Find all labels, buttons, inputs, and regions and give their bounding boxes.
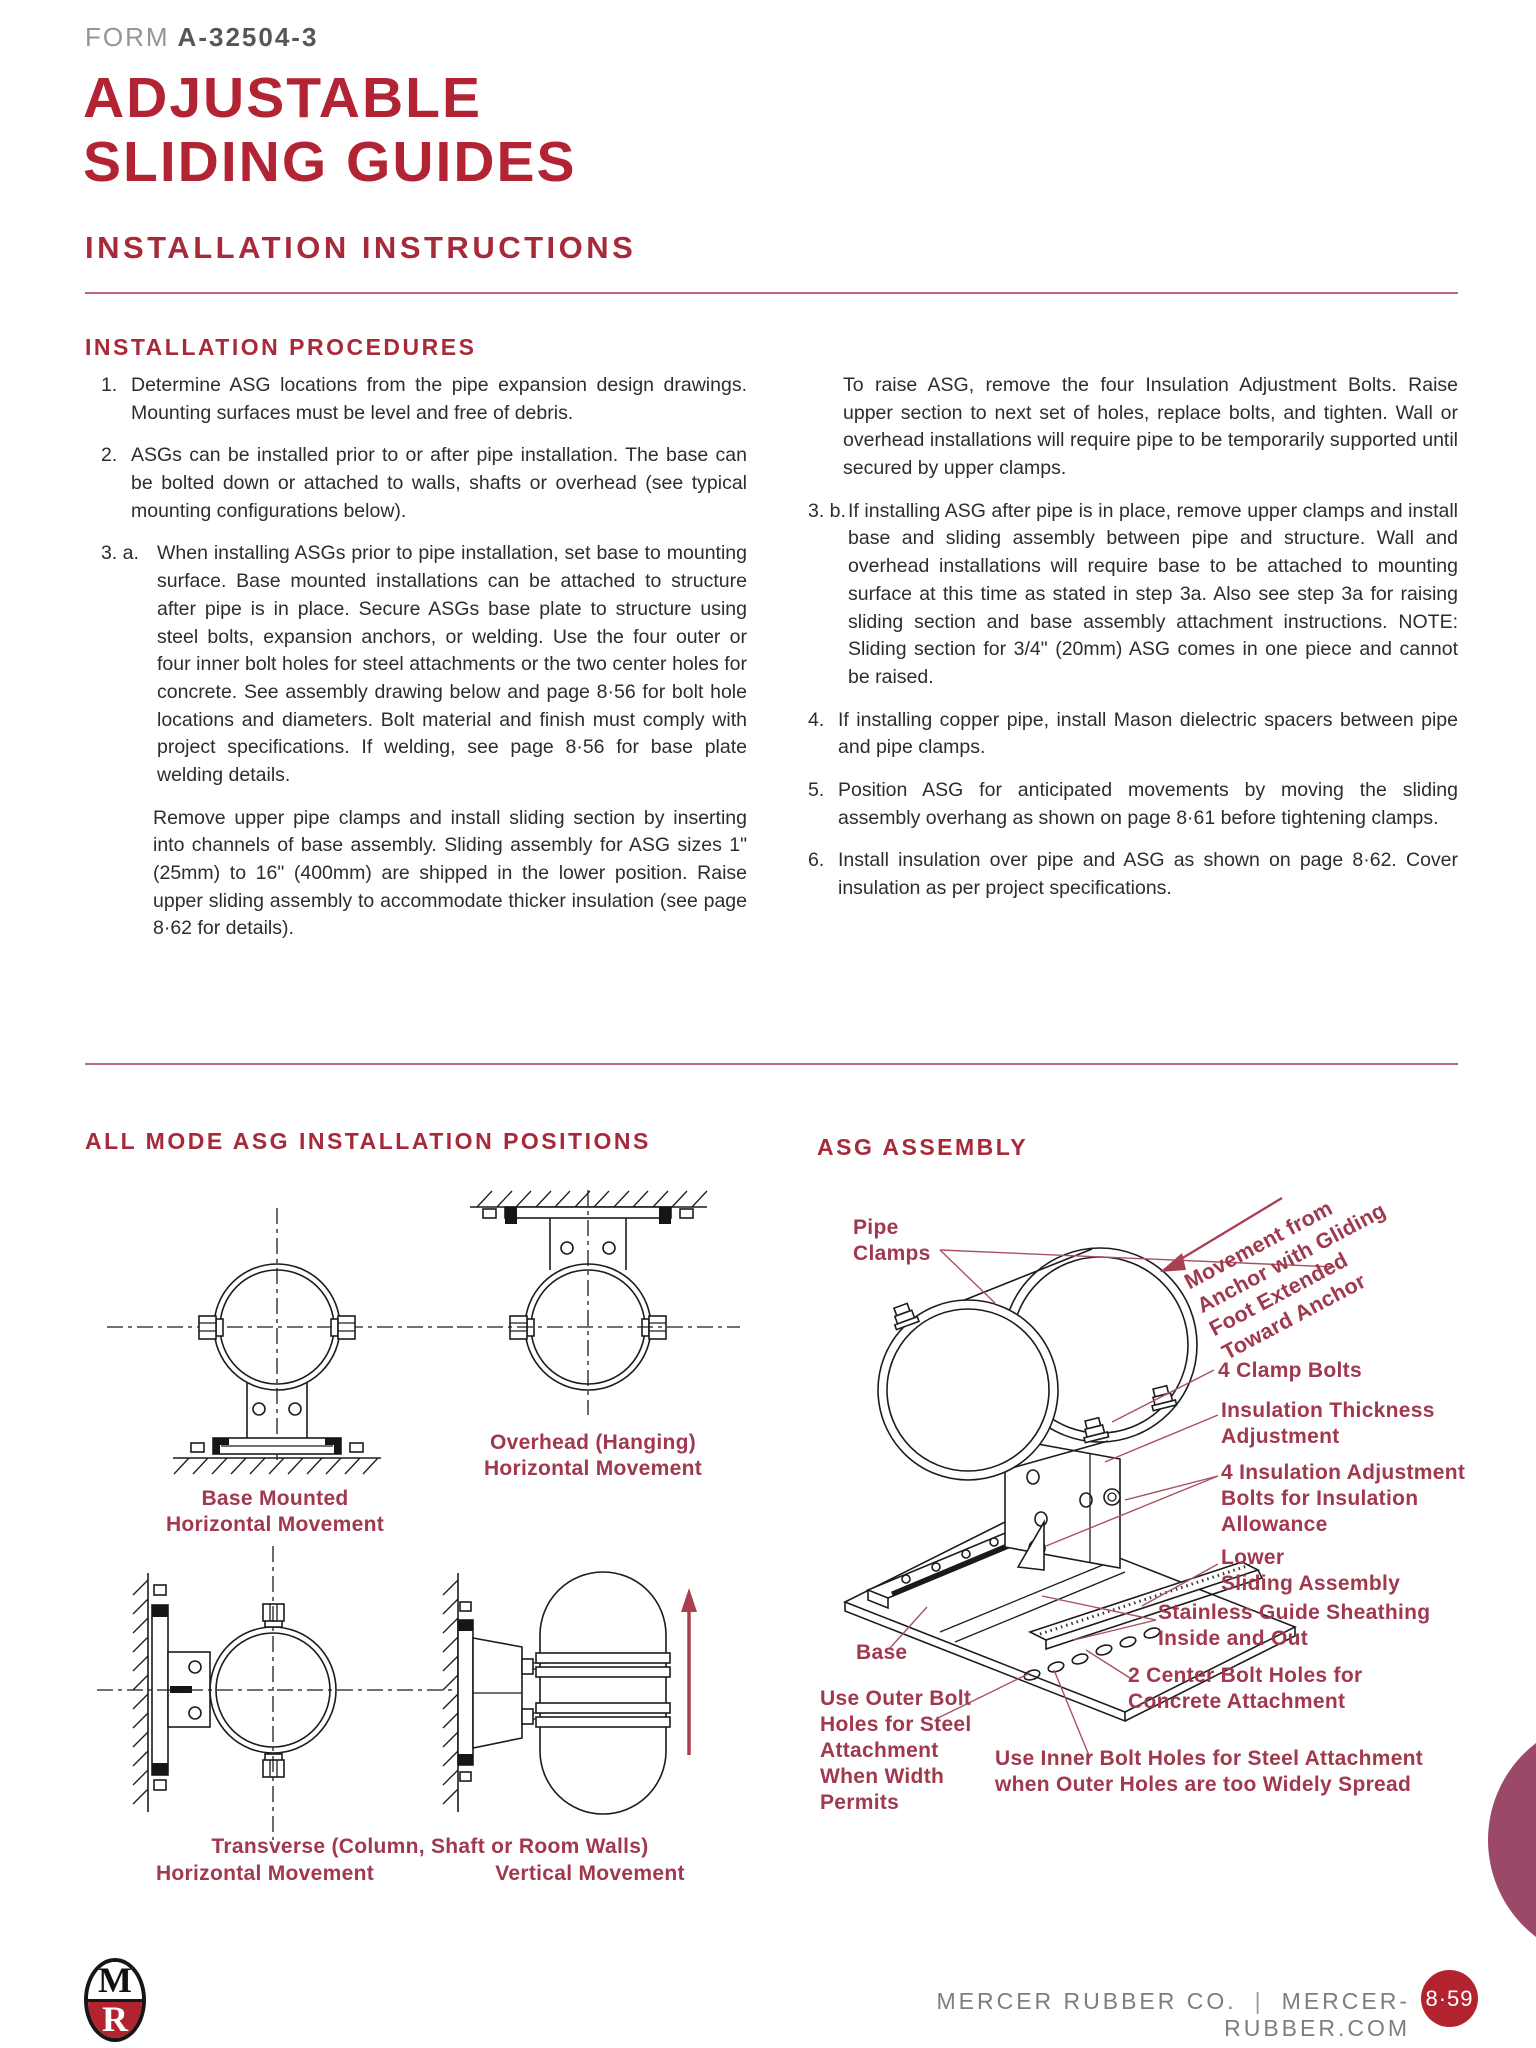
overhead-hanging-figure <box>457 1190 740 1415</box>
form-number: A-32504-3 <box>177 22 319 52</box>
form-label: FORM <box>85 22 170 52</box>
page-number: 8·59 <box>1425 1985 1474 2011</box>
item-marker: 6. <box>808 849 825 872</box>
procedure-item: 1. Determine ASG locations from the pipe… <box>85 372 747 427</box>
procedure-item: 2. ASGs can be installed prior to or aft… <box>85 442 747 525</box>
label-base: Base <box>856 1641 908 1664</box>
leader-lines <box>889 1249 1336 1759</box>
page-subtitle: INSTALLATION INSTRUCTIONS <box>85 230 637 265</box>
procedures-left-column: 1. Determine ASG locations from the pipe… <box>85 372 747 958</box>
transverse-wall-figure <box>97 1546 453 1840</box>
label-stainless-sheathing: Stainless Guide Sheathing Inside and Out <box>1158 1601 1431 1651</box>
label-pipe-clamps: Pipe Clamps <box>853 1216 931 1266</box>
item-marker: 3. b. <box>808 499 846 522</box>
page-number-badge: 8·59 <box>1421 1970 1478 2027</box>
item-marker: 3. a. <box>101 542 139 565</box>
clamp-bolt <box>1083 1416 1110 1444</box>
label-insulation-thickness: Insulation Thickness Adjustment <box>1221 1399 1435 1449</box>
procedure-item: To raise ASG, remove the four Insulation… <box>808 372 1458 483</box>
caption-transverse-horizontal: Horizontal Movement <box>155 1862 375 1885</box>
label-clamp-bolts: 4 Clamp Bolts <box>1218 1359 1362 1382</box>
item-text: Remove upper pipe clamps and install sli… <box>153 806 747 940</box>
caption-overhead: Overhead (Hanging) Horizontal Movement <box>483 1431 703 1481</box>
logo-letter-r: R <box>88 2001 142 2038</box>
page-title-line1: ADJUSTABLE <box>83 66 482 130</box>
footer-company: MERCER RUBBER CO. <box>936 1988 1237 2014</box>
procedure-item: 3. b. If installing ASG after pipe is in… <box>808 498 1458 692</box>
footer-separator: | <box>1254 1988 1264 2014</box>
positions-heading: ALL MODE ASG INSTALLATION POSITIONS <box>85 1128 651 1154</box>
procedure-item: 5. Position ASG for anticipated movement… <box>808 777 1458 832</box>
mercer-logo-icon: M R <box>84 1958 146 2042</box>
item-text: If installing ASG after pipe is in place… <box>848 499 1458 688</box>
procedures-heading: INSTALLATION PROCEDURES <box>85 334 477 360</box>
front-guide-rail <box>1027 1561 1264 1651</box>
item-text: Position ASG for anticipated movements b… <box>838 778 1458 829</box>
bolt-hole-row <box>1023 1627 1161 1681</box>
up-arrow-icon <box>681 1588 697 1755</box>
label-center-holes: 2 Center Bolt Holes for Concrete Attachm… <box>1128 1664 1363 1714</box>
item-text: ASGs can be installed prior to or after … <box>131 444 747 522</box>
procedure-item: 4. If installing copper pipe, install Ma… <box>808 707 1458 762</box>
vertical-movement-figure <box>442 1571 697 1815</box>
footer-website: MERCER-RUBBER.COM <box>1224 1988 1410 2041</box>
item-marker: 2. <box>101 444 118 467</box>
clamp-bolt <box>892 1302 921 1331</box>
page-title-line2: SLIDING GUIDES <box>83 130 577 195</box>
logo-letter-m: M <box>88 1962 142 2002</box>
caption-transverse: Transverse (Column, Shaft or Room Walls) <box>211 1835 649 1858</box>
label-inner-holes: Use Inner Bolt Holes for Steel Attachmen… <box>995 1747 1424 1797</box>
clamp-bolt <box>1151 1384 1178 1412</box>
divider-rule-middle <box>85 1063 1458 1065</box>
item-marker: 5. <box>808 778 825 801</box>
caption-transverse-vertical: Vertical Movement <box>495 1862 685 1885</box>
label-insulation-bolts: 4 Insulation Adjustment Bolts for Insula… <box>1221 1461 1466 1537</box>
label-outer-holes: Use Outer Bolt Holes for Steel Attachmen… <box>820 1687 972 1815</box>
footer-text: MERCER RUBBER CO. |MERCER-RUBBER.COM <box>850 1988 1410 2042</box>
installation-positions-drawing <box>97 1190 740 1840</box>
procedure-item: 6. Install insulation over pipe and ASG … <box>808 847 1458 902</box>
item-text: Determine ASG locations from the pipe ex… <box>131 374 747 424</box>
assembly-base <box>843 1516 1297 1723</box>
item-text: To raise ASG, remove the four Insulation… <box>843 374 1458 480</box>
movement-arrow-icon <box>1160 1196 1283 1272</box>
pipe-clamp-rings <box>877 1247 1198 1481</box>
item-text: When installing ASGs prior to pipe insta… <box>157 542 747 786</box>
caption-base-mounted: Base Mounted Horizontal Movement <box>165 1487 385 1537</box>
procedure-item: Remove upper pipe clamps and install sli… <box>85 805 747 943</box>
base-mounted-figure <box>107 1208 453 1475</box>
item-marker: 1. <box>101 374 118 396</box>
assembly-heading: ASG ASSEMBLY <box>817 1134 1029 1160</box>
item-text: If installing copper pipe, install Mason… <box>838 708 1458 759</box>
item-marker: 4. <box>808 708 825 731</box>
page-title: ADJUSTABLE SLIDING GUIDES <box>83 66 577 195</box>
label-lower-sliding: Lower Sliding Assembly <box>1221 1546 1401 1596</box>
asg-assembly-drawing <box>843 1196 1336 1759</box>
sliding-plate <box>1004 1437 1121 1571</box>
item-text: Install insulation over pipe and ASG as … <box>838 849 1458 899</box>
divider-rule-top <box>85 292 1458 294</box>
procedures-right-column: To raise ASG, remove the four Insulation… <box>808 372 1458 918</box>
procedure-item: 3. a. When installing ASGs prior to pipe… <box>85 540 747 789</box>
